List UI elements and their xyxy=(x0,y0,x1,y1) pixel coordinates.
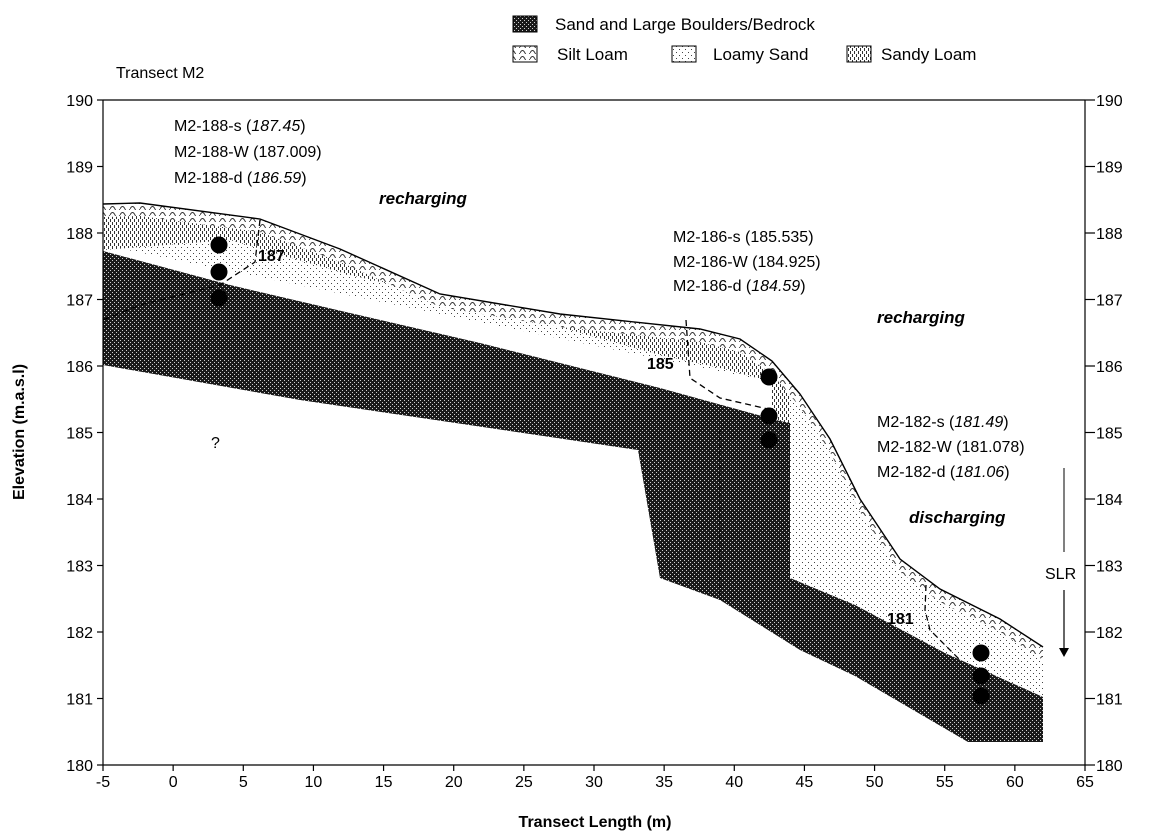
well-m2-188-s xyxy=(210,236,228,254)
x-tick-label: 60 xyxy=(1006,774,1024,791)
contour-label-181: 181 xyxy=(887,611,914,628)
stratigraphy xyxy=(103,203,1043,742)
well-label-m2-188-w: M2-188-W (187.009) xyxy=(174,144,322,161)
well-m2-186-d xyxy=(760,431,778,449)
annotation-m2-186: M2-186-s (185.535) M2-186-W (184.925) M2… xyxy=(673,229,821,295)
legend: Sand and Large Boulders/Bedrock Silt Loa… xyxy=(512,15,976,64)
y-tick-label-left: 183 xyxy=(66,559,93,576)
y-axis-title: Elevation (m.a.s.l) xyxy=(11,364,28,500)
y-tick-label-left: 186 xyxy=(66,359,93,376)
flow-label-recharging-upper: recharging xyxy=(379,189,467,208)
y-tick-label-left: 188 xyxy=(66,226,93,243)
legend-label-sandy-loam: Sandy Loam xyxy=(881,45,976,64)
x-tick-label: 50 xyxy=(866,774,884,791)
slr-indicator: SLR xyxy=(1045,566,1076,657)
legend-label-silt-loam: Silt Loam xyxy=(557,45,628,64)
contour-line-187 xyxy=(102,219,261,321)
y-tick-label-right: 187 xyxy=(1096,293,1123,310)
well-m2-188-w xyxy=(210,263,228,281)
legend-swatch-boulders xyxy=(512,15,538,33)
well-label-m2-188-d: M2-188-d (186.59) xyxy=(174,170,307,187)
y-tick-label-left: 190 xyxy=(66,93,93,110)
y-tick-label-right: 186 xyxy=(1096,359,1123,376)
annotation-m2-182: M2-182-s (181.49) M2-182-W (181.078) M2-… xyxy=(877,414,1025,481)
annotation-m2-188: M2-188-s (187.45) M2-188-W (187.009) M2-… xyxy=(174,118,322,187)
y-tick-label-left: 182 xyxy=(66,625,93,642)
legend-swatch-loamy-sand xyxy=(671,45,697,63)
y-tick-label-right: 188 xyxy=(1096,226,1123,243)
y-tick-label-right: 185 xyxy=(1096,426,1123,443)
ground-surface-line xyxy=(102,202,1044,648)
y-tick-label-left: 184 xyxy=(66,492,93,509)
well-label-m2-188-s: M2-188-s (187.45) xyxy=(174,118,306,135)
legend-swatch-silt-loam xyxy=(512,45,538,63)
well-m2-186-w xyxy=(760,407,778,425)
x-tick-label: 45 xyxy=(796,774,814,791)
well-m2-188-d xyxy=(210,289,228,307)
legend-label-loamy-sand: Loamy Sand xyxy=(713,45,808,64)
y-tick-label-left: 180 xyxy=(66,758,93,775)
y-axis-right-ticks: 180 181 182 183 184 185 186 187 188 189 190 xyxy=(1085,93,1123,775)
unknown-depth-mark: ? xyxy=(211,435,220,452)
x-tick-label: 5 xyxy=(239,774,248,791)
y-axis-left-ticks: 180 181 182 183 184 185 186 187 188 189 190 xyxy=(66,93,103,775)
x-tick-label: 10 xyxy=(305,774,323,791)
well-label-m2-186-d: M2-186-d (184.59) xyxy=(673,278,806,295)
flow-label-recharging-middle: recharging xyxy=(877,308,965,327)
wells xyxy=(210,236,990,705)
contour-line-185 xyxy=(685,319,773,411)
well-label-m2-186-s: M2-186-s (185.535) xyxy=(673,229,814,246)
head-contours xyxy=(102,219,961,661)
well-m2-182-w xyxy=(972,667,990,685)
well-label-m2-182-d: M2-182-d (181.06) xyxy=(877,464,1010,481)
x-tick-label: 20 xyxy=(445,774,463,791)
y-tick-label-right: 184 xyxy=(1096,492,1123,509)
x-tick-label: -5 xyxy=(96,774,110,791)
x-tick-label: 25 xyxy=(515,774,533,791)
well-label-m2-182-w: M2-182-W (181.078) xyxy=(877,439,1025,456)
well-m2-186-s xyxy=(760,368,778,386)
flow-label-discharging: discharging xyxy=(909,508,1006,527)
x-tick-label: 15 xyxy=(375,774,393,791)
y-tick-label-left: 189 xyxy=(66,160,93,177)
well-label-m2-186-w: M2-186-W (184.925) xyxy=(673,254,821,271)
layer-boulders xyxy=(103,251,1043,742)
contour-label-185: 185 xyxy=(647,356,674,373)
y-tick-label-left: 187 xyxy=(66,293,93,310)
well-m2-182-d xyxy=(972,687,990,705)
slr-label: SLR xyxy=(1045,566,1076,583)
y-tick-label-left: 185 xyxy=(66,426,93,443)
x-axis-ticks: -5 0 5 10 15 20 25 30 35 40 45 50 55 60 65 xyxy=(96,765,1094,791)
x-tick-label: 40 xyxy=(725,774,743,791)
x-axis-title: Transect Length (m) xyxy=(519,814,672,831)
y-tick-label-right: 182 xyxy=(1096,625,1123,642)
well-label-m2-182-s: M2-182-s (181.49) xyxy=(877,414,1009,431)
x-tick-label: 65 xyxy=(1076,774,1094,791)
y-tick-label-right: 181 xyxy=(1096,692,1123,709)
x-tick-label: 35 xyxy=(655,774,673,791)
x-tick-label: 55 xyxy=(936,774,954,791)
contour-label-187: 187 xyxy=(258,248,285,265)
x-tick-label: 30 xyxy=(585,774,603,791)
y-tick-label-right: 180 xyxy=(1096,758,1123,775)
transect-label: Transect M2 xyxy=(116,65,204,82)
y-tick-label-right: 183 xyxy=(1096,559,1123,576)
legend-swatch-sandy-loam xyxy=(846,45,872,63)
legend-label-boulders: Sand and Large Boulders/Bedrock xyxy=(555,15,815,34)
y-tick-label-right: 189 xyxy=(1096,160,1123,177)
contour-line-181 xyxy=(924,584,961,661)
y-tick-label-left: 181 xyxy=(66,692,93,709)
slr-arrow-head xyxy=(1059,648,1069,657)
well-m2-182-s xyxy=(972,644,990,662)
layer-loamy-sand xyxy=(103,204,1043,697)
y-tick-label-right: 190 xyxy=(1096,93,1123,110)
x-tick-label: 0 xyxy=(169,774,178,791)
